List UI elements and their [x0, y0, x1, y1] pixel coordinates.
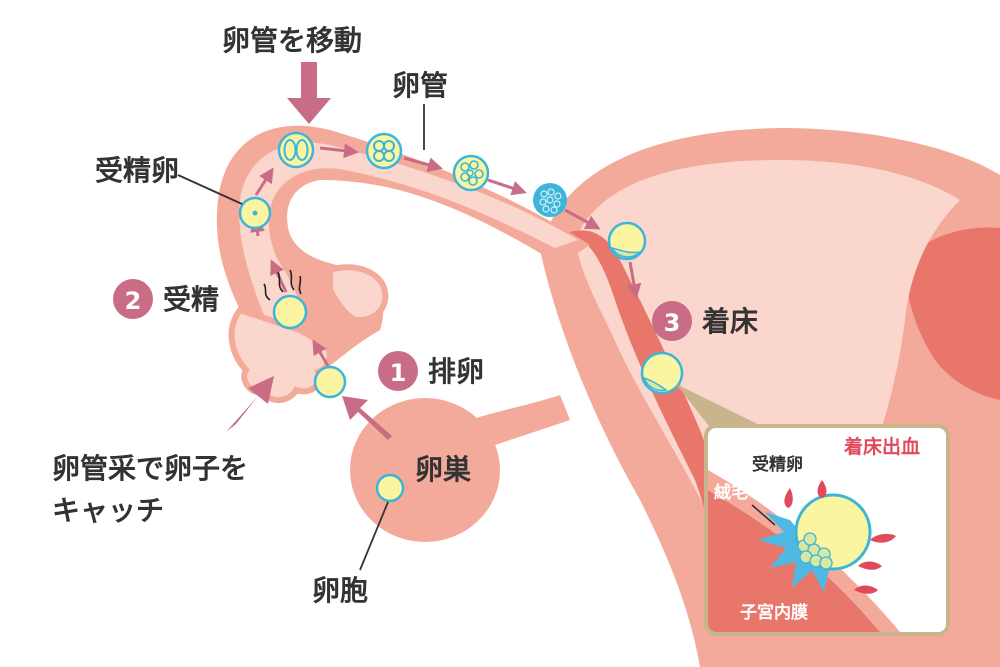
label-fertilized-egg: 受精卵	[95, 154, 179, 187]
inset-villi	[758, 512, 830, 592]
label-step3: 着床	[701, 305, 758, 338]
uterus-right-horn	[905, 227, 1000, 400]
label-step2: 受精	[163, 283, 219, 316]
blastocyst	[607, 221, 647, 261]
tube-outer	[216, 125, 590, 386]
zygote-nucleus	[252, 210, 258, 216]
svg-text:2: 2	[125, 287, 142, 315]
big-arrows	[226, 62, 392, 440]
label-catch-line2: キャッチ	[52, 494, 164, 527]
inset-implantation: 着床出血 受精卵 絨毛 子宮内膜	[704, 424, 950, 636]
egg-path	[238, 131, 684, 399]
arrow-to-fimbriae	[226, 376, 274, 432]
arrow-down-to-tube	[287, 62, 331, 124]
inset-title: 着床出血	[844, 435, 920, 458]
path-arrows	[250, 143, 642, 367]
label-step1: 排卵	[428, 355, 484, 388]
eight-cell-embryo	[452, 154, 490, 192]
inset-label-villi: 絨毛	[714, 482, 748, 503]
inset-inner-cell-mass	[797, 532, 833, 570]
inset-leader-villi	[751, 504, 776, 526]
inset-blood-drops	[784, 480, 896, 594]
step3-badge: 3	[652, 301, 692, 341]
inset-label-fertilized-egg: 受精卵	[752, 454, 803, 475]
sperm	[263, 269, 302, 301]
svg-text:1: 1	[390, 359, 407, 387]
ovary-ligament	[470, 395, 570, 450]
follicle-egg	[375, 473, 405, 503]
fimbriae-flap	[327, 264, 389, 324]
label-ovary: 卵巣	[415, 453, 472, 486]
arrow-from-ovary	[342, 396, 392, 440]
morula	[533, 183, 567, 217]
step1-badge: 1	[378, 351, 418, 391]
label-tube: 卵管	[392, 69, 448, 102]
svg-text:3: 3	[664, 309, 681, 337]
ovulated-egg	[313, 365, 347, 399]
inset-pointer	[676, 384, 770, 430]
step2-badge: 2	[113, 279, 153, 319]
inset-label-endometrium: 子宮内膜	[740, 602, 808, 623]
leader-lines	[177, 104, 425, 571]
two-cell-embryo	[277, 131, 315, 169]
implanting-blastocyst	[640, 351, 684, 395]
fertilizing-egg	[272, 294, 308, 330]
four-cell-embryo	[365, 132, 403, 170]
label-move: 卵管を移動	[222, 24, 362, 57]
label-catch-line1: 卵管采で卵子を	[52, 452, 248, 485]
label-follicle: 卵胞	[312, 574, 368, 607]
